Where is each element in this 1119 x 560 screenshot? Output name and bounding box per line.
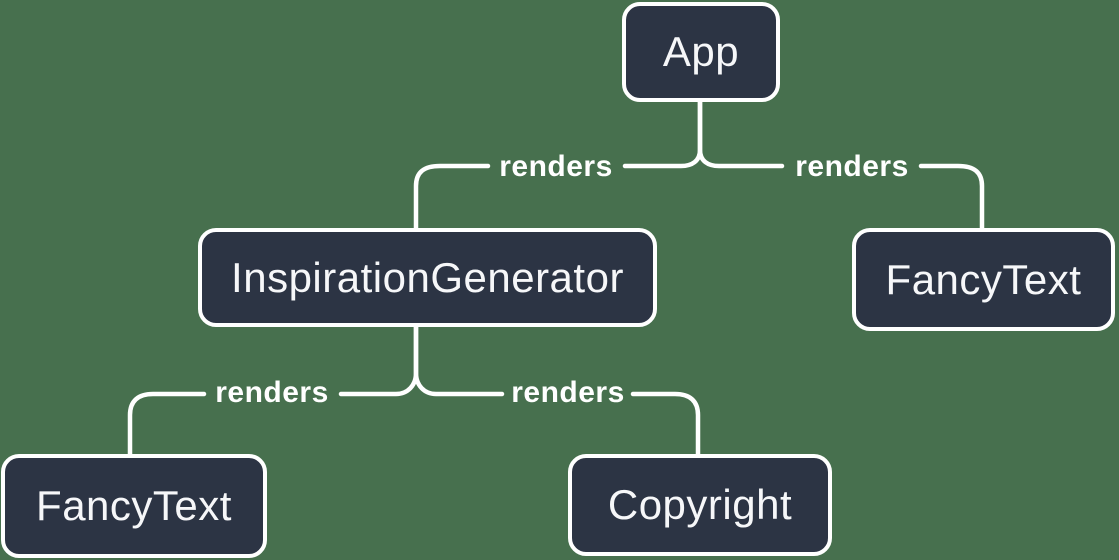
edge-inspirationgenerator-copyright-line-start: [413, 324, 505, 397]
node-copyright: Copyright: [568, 454, 832, 556]
node-fancy-text-top-label: FancyText: [885, 255, 1082, 303]
edge-app-inspirationgenerator-line-end: [413, 163, 491, 231]
edge-inspirationgenerator-fancytext-line-start: [338, 324, 419, 397]
edge-label-app-fancytext: renders: [795, 150, 909, 183]
edge-inspirationgenerator-fancytext-line-end: [127, 391, 207, 457]
edge-app-inspirationgenerator-line-start: [622, 99, 703, 169]
edge-app-fancytext-line-end: [918, 163, 985, 231]
edge-label-inspirationgenerator-copyright: renders: [511, 376, 625, 409]
node-fancy-text-bottom-label: FancyText: [36, 482, 232, 529]
node-app: App: [622, 2, 780, 102]
edge-label-inspirationgenerator-fancytext: renders: [215, 376, 329, 409]
node-fancy-text-bottom: FancyText: [1, 454, 267, 558]
edge-label-app-inspirationgenerator: renders: [499, 150, 613, 183]
node-copyright-label: Copyright: [607, 481, 793, 528]
node-inspiration-generator-label: InspirationGenerator: [231, 253, 624, 301]
edge-inspirationgenerator-copyright-line-end: [630, 391, 701, 457]
node-app-label: App: [662, 28, 740, 75]
node-fancy-text-top: FancyText: [852, 228, 1115, 331]
node-inspiration-generator: InspirationGenerator: [198, 228, 657, 327]
edge-app-fancytext-line-start: [697, 99, 785, 169]
